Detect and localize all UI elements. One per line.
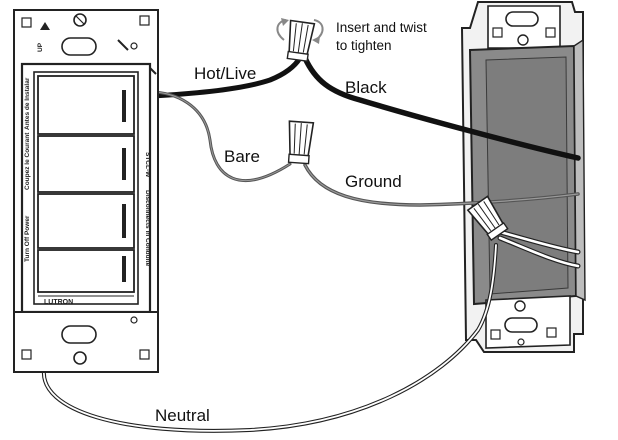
- ground-wire-nut: [287, 120, 315, 165]
- wall-box-side: [573, 38, 586, 302]
- switch-bottom-slot: [61, 325, 97, 344]
- dimmer-switch: LUTRON Turn Off Power Coupez le Courant …: [13, 9, 159, 373]
- svg-text:STCL-W: STCL-W: [144, 152, 151, 178]
- switch-top-hole: [130, 42, 138, 50]
- wall-box-top-square-right: [545, 27, 556, 38]
- hot-live-label: Hot/Live: [194, 64, 257, 83]
- box-white-wire-2-fill: [498, 236, 580, 268]
- switch-button-3: [37, 193, 135, 249]
- switch-bottom-square-left: [21, 349, 32, 360]
- switch-top-square-right: [139, 15, 150, 26]
- bare-label: Bare: [224, 147, 260, 166]
- box-white-wire-1-fill: [498, 230, 580, 254]
- instruction-line-1: Insert and twist: [336, 20, 427, 35]
- twist-arrows-icon: [276, 18, 324, 44]
- instruction-line-2: to tighten: [336, 38, 392, 53]
- svg-text:Antes de Instalar: Antes de Instalar: [24, 77, 31, 130]
- wall-box-bottom-square-left: [490, 329, 501, 340]
- switch-top-square-left: [21, 17, 32, 28]
- svg-text:Coupez le Courant: Coupez le Courant: [24, 132, 31, 190]
- switch-led-1: [122, 90, 126, 122]
- neutral-label: Neutral: [155, 406, 210, 425]
- switch-button-4: [37, 249, 135, 293]
- switch-top-slot: [61, 37, 97, 56]
- wall-box-top-slot: [505, 11, 539, 27]
- switch-button-1: [37, 75, 135, 135]
- wall-box-bottom-slot: [504, 317, 538, 333]
- ground-label: Ground: [345, 172, 402, 191]
- switch-bottom-hole: [130, 316, 138, 324]
- wall-box: [460, 1, 586, 353]
- hot-live-wire: [147, 55, 303, 99]
- switch-bottom-square-right: [139, 349, 150, 360]
- wall-box-top-square-left: [492, 27, 503, 38]
- switch-left-vertical-text: Turn Off Power Coupez le Courant Antes d…: [24, 77, 31, 262]
- svg-text:Turn Off Power: Turn Off Power: [24, 215, 31, 262]
- wall-box-bottom-screw: [514, 300, 526, 312]
- wall-box-bottom-square-right: [546, 327, 557, 338]
- bare-wire: [148, 90, 292, 182]
- neutral-wire-fill: [43, 244, 497, 432]
- bare-wire-highlight: [149, 91, 291, 181]
- hot-wire-nut: [286, 19, 316, 62]
- black-label: Black: [345, 78, 387, 97]
- svg-text:Disconnects in Conduite: Disconnects in Conduite: [144, 190, 151, 267]
- switch-bottom-screw: [73, 351, 87, 365]
- switch-up-text: UP: [37, 42, 44, 52]
- wall-box-top-screw: [517, 34, 529, 46]
- neutral-wire-nut: [466, 195, 509, 242]
- up-arrow-icon: [40, 22, 50, 30]
- switch-right-vertical-text: STCL-W Disconnects in Conduite: [144, 152, 151, 267]
- switch-led-4: [122, 256, 126, 282]
- switch-led-2: [122, 148, 126, 180]
- black-wire-box-to-nut: [302, 55, 581, 161]
- switch-button-2: [37, 135, 135, 193]
- switch-led-3: [122, 204, 126, 238]
- wall-box-bottom-hole: [517, 338, 525, 346]
- switch-brand-text: LUTRON: [44, 299, 73, 306]
- ground-wire-highlight: [304, 164, 579, 206]
